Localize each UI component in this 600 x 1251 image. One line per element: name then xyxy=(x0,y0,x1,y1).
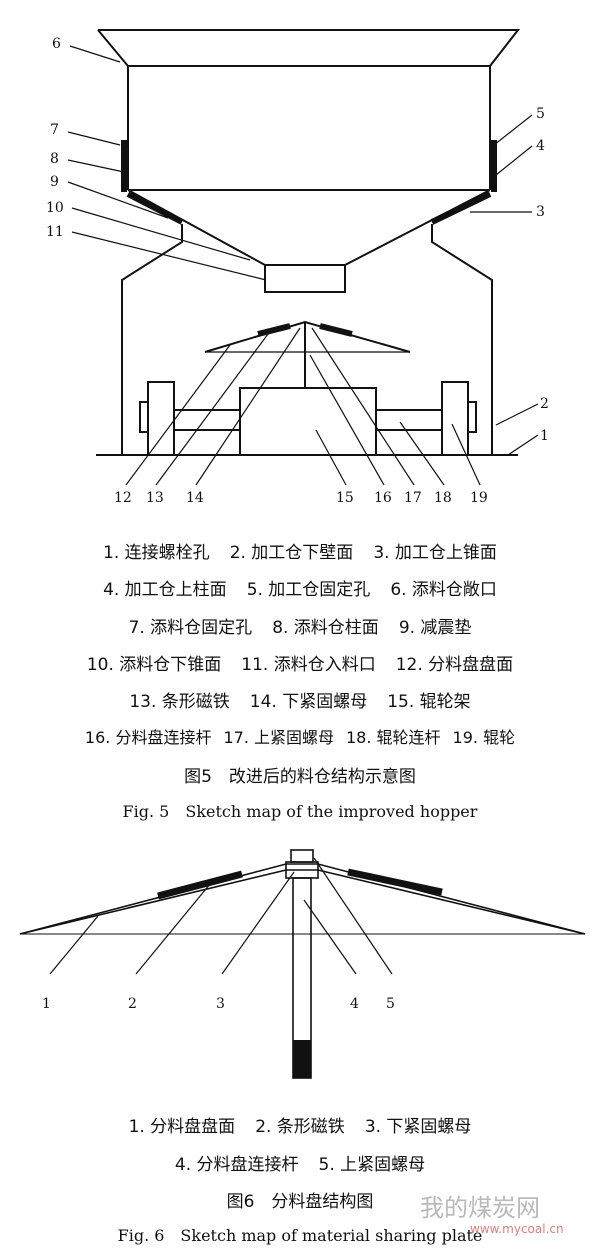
legend-item: 17. 上紧固螺母 xyxy=(223,728,334,747)
callout-15: 15 xyxy=(336,490,354,506)
fig6-callout-3: 3 xyxy=(216,996,225,1012)
legend-item: 5. 上紧固螺母 xyxy=(318,1155,426,1175)
callout-17: 17 xyxy=(404,490,422,506)
callout-7: 7 xyxy=(50,122,59,138)
callout-8: 8 xyxy=(50,151,59,167)
legend-item: 5. 加工仓固定孔 xyxy=(246,580,371,600)
fig5-legend-line-5: 13. 条形磁铁 14. 下紧固螺母 15. 辊轮架 xyxy=(0,687,600,712)
legend-item: 4. 分料盘连接杆 xyxy=(174,1155,299,1175)
watermark-url: www.mycoal.cn xyxy=(470,1222,564,1236)
chamber-right-wall xyxy=(431,224,493,455)
fig6-legend-line-1: 1. 分料盘盘面 2. 条形磁铁 3. 下紧固螺母 xyxy=(0,1112,600,1137)
fig6-callout-2: 2 xyxy=(128,996,137,1012)
legend-item: 6. 添料仓敞口 xyxy=(390,580,497,600)
watermark-text: 我的煤炭网 xyxy=(420,1194,540,1222)
callout-2: 2 xyxy=(540,396,549,412)
legend-item: 11. 添料仓入料口 xyxy=(241,655,376,675)
plate-surface xyxy=(19,863,586,935)
rod-end xyxy=(293,1040,311,1078)
legend-item: 3. 下紧固螺母 xyxy=(364,1117,472,1137)
fig5-legend-line-6: 16. 分料盘连接杆 17. 上紧固螺母 18. 辊轮连杆 19. 辊轮 xyxy=(0,724,600,748)
callout-19: 19 xyxy=(470,490,488,506)
roller-right xyxy=(441,381,469,456)
fig6-callout-4: 4 xyxy=(350,996,359,1012)
roller-left xyxy=(147,381,175,456)
legend-item: 15. 辊轮架 xyxy=(387,692,471,712)
legend-item: 8. 添料仓柱面 xyxy=(272,618,379,638)
callout-12: 12 xyxy=(114,490,132,506)
hopper-inlet xyxy=(264,264,346,293)
callout-11: 11 xyxy=(46,224,64,240)
fig5-legend-line-3: 7. 添料仓固定孔 8. 添料仓柱面 9. 减震垫 xyxy=(0,613,600,638)
fig5-legend-line-4: 10. 添料仓下锥面 11. 添料仓入料口 12. 分料盘盘面 xyxy=(0,650,600,675)
callout-18: 18 xyxy=(434,490,452,506)
fig6-callout-1: 1 xyxy=(42,996,51,1012)
fig6-caption-cn: 图6 分料盘结构图 xyxy=(226,1192,374,1212)
fig6-legend-line-2: 4. 分料盘连接杆 5. 上紧固螺母 xyxy=(0,1150,600,1175)
fig5-legend-line-1: 1. 连接螺栓孔 2. 加工仓下壁面 3. 加工仓上锥面 xyxy=(0,538,600,563)
magnet-left xyxy=(157,870,243,900)
legend-item: 9. 减震垫 xyxy=(398,618,472,638)
legend-item: 16. 分料盘连接杆 xyxy=(84,728,212,747)
chamber-left-wall xyxy=(121,224,183,455)
fig5-legend-line-2: 4. 加工仓上柱面 5. 加工仓固定孔 6. 添料仓敞口 xyxy=(0,575,600,600)
callout-16: 16 xyxy=(374,490,392,506)
callout-13: 13 xyxy=(146,490,164,506)
fig5-caption-cn: 图5 改进后的料仓结构示意图 xyxy=(184,767,416,787)
callout-3: 3 xyxy=(536,204,545,220)
legend-item: 10. 添料仓下锥面 xyxy=(86,655,222,675)
legend-item: 1. 分料盘盘面 xyxy=(128,1117,236,1137)
legend-item: 7. 添料仓固定孔 xyxy=(128,618,253,638)
legend-item: 3. 加工仓上锥面 xyxy=(373,543,497,563)
legend-item: 1. 连接螺栓孔 xyxy=(103,543,210,563)
callout-4: 4 xyxy=(536,138,545,154)
upper-nut xyxy=(290,849,314,863)
callout-9: 9 xyxy=(50,174,59,190)
legend-item: 14. 下紧固螺母 xyxy=(249,692,368,712)
figure6-drawing: 1 2 3 4 5 xyxy=(19,849,586,1079)
distribution-plate xyxy=(204,320,411,353)
roller-frame xyxy=(239,387,377,456)
legend-item: 13. 条形磁铁 xyxy=(129,692,230,712)
legend-item: 12. 分料盘盘面 xyxy=(395,655,514,675)
legend-item: 18. 辊轮连杆 xyxy=(346,728,441,747)
legend-item: 19. 辊轮 xyxy=(452,728,516,747)
fig6-caption-en: Fig. 6 Sketch map of material sharing pl… xyxy=(117,1226,483,1245)
callout-1: 1 xyxy=(540,428,549,444)
callout-10: 10 xyxy=(46,200,64,216)
figure5-drawing: 6 7 8 9 10 11 5 4 3 2 1 12 13 14 15 16 1… xyxy=(46,29,549,506)
fig5-caption-en: Fig. 5 Sketch map of the improved hopper xyxy=(122,802,478,821)
legend-item: 2. 条形磁铁 xyxy=(255,1117,345,1137)
callout-6: 6 xyxy=(52,36,61,52)
fig6-callout-5: 5 xyxy=(386,996,395,1012)
hopper-opening xyxy=(97,29,521,67)
legend-item: 2. 加工仓下壁面 xyxy=(229,543,354,563)
magnet-right xyxy=(347,868,443,896)
callout-14: 14 xyxy=(186,490,204,506)
legend-item: 4. 加工仓上柱面 xyxy=(103,580,227,600)
callout-5: 5 xyxy=(536,106,545,122)
